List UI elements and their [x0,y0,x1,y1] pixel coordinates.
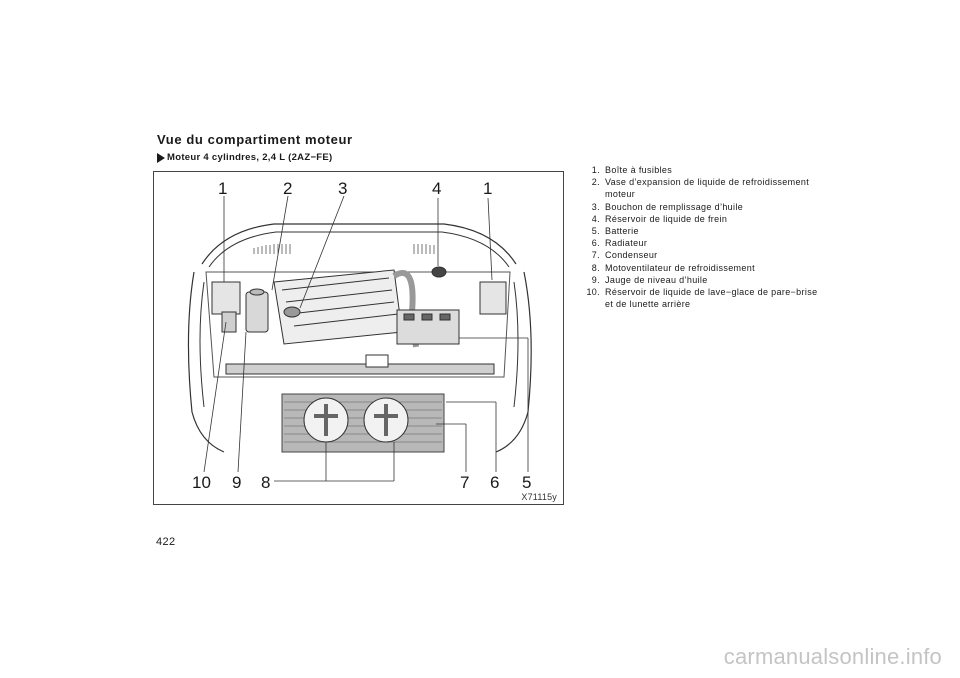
legend-number: 8. [591,262,600,273]
callout-10: 10 [192,473,211,492]
callout-1-left: 1 [218,179,228,198]
legend-item: 7. Condenseur [572,249,822,261]
page-title: Vue du compartiment moteur [157,132,353,147]
legend-text: Motoventilateur de refroidissement [605,262,755,273]
legend-item: 3. Bouchon de remplissage d’huile [572,201,822,213]
page-subtitle-text: Moteur 4 cylindres, 2,4 L (2AZ−FE) [167,152,333,163]
figure-code: X71115y [521,492,557,502]
callout-5: 5 [522,473,532,492]
legend-text: Jauge de niveau d’huile [605,274,708,285]
callout-2: 2 [283,179,293,198]
engine-compartment-illustration [187,195,532,482]
legend-text: Réservoir de liquide de frein [605,213,728,224]
legend-number: 6. [591,238,600,249]
legend-number: 9. [591,274,600,285]
legend-item: 2. Vase d’expansion de liquide de refroid… [572,176,822,200]
legend-number: 2. [591,177,600,188]
callout-7: 7 [460,473,470,492]
legend-number: 7. [591,250,600,261]
page-number: 422 [156,536,176,548]
watermark-link[interactable]: carmanualsonline.info [723,644,942,669]
legend-number: 5. [591,226,600,237]
legend-text: Radiateur [605,238,648,249]
callout-9: 9 [232,473,242,492]
legend-text: Bouchon de remplissage d’huile [605,201,744,212]
legend-text: Vase d’expansion de liquide de refroidis… [605,177,810,200]
callout-8: 8 [261,473,271,492]
legend-item: 4. Réservoir de liquide de frein [572,213,822,225]
legend-number: 4. [591,213,600,224]
callout-1-right: 1 [483,179,493,198]
legend-number: 10. [586,287,600,298]
legend-item: 9. Jauge de niveau d’huile [572,274,822,286]
legend-text: Réservoir de liquide de lave−glace de pa… [605,287,818,310]
legend-text: Condenseur [605,250,658,261]
engine-compartment-figure: 1 2 3 4 1 10 9 8 7 6 5 X71115y [153,171,564,505]
callout-4: 4 [432,179,442,198]
legend-item: 6. Radiateur [572,237,822,249]
legend-item: 1. Boîte à fusibles [572,164,822,176]
legend-item: 5. Batterie [572,225,822,237]
parts-legend: 1. Boîte à fusibles 2. Vase d’expansion de… [572,164,822,310]
legend-text: Batterie [605,226,639,237]
legend-item: 8. Motoventilateur de refroidissement [572,262,822,274]
triangle-bullet-icon [157,152,165,163]
legend-text: Boîte à fusibles [605,165,673,175]
callout-6: 6 [490,473,500,492]
legend-item: 10. Réservoir de liquide de lave−glace de… [572,286,822,310]
page-subtitle: Moteur 4 cylindres, 2,4 L (2AZ−FE) [157,152,333,163]
legend-number: 1. [591,165,600,175]
legend-number: 3. [591,201,600,212]
callout-3: 3 [338,179,348,198]
